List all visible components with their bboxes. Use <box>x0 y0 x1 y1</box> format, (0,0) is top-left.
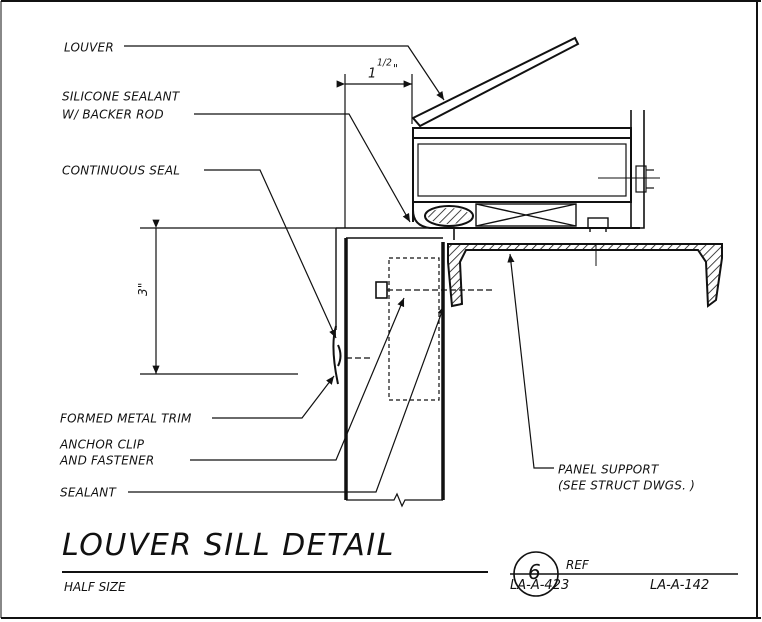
panel-support-label: PANEL SUPPORT <box>558 462 659 477</box>
break-line <box>346 492 443 508</box>
louver-label: LOUVER <box>64 40 114 55</box>
sheet-reference: LA-A-423 <box>510 578 570 593</box>
backer-rod <box>424 205 474 227</box>
detail-number: 6 <box>528 560 541 584</box>
panel-support-channel <box>447 243 723 308</box>
dimension-top-fraction: 1/2 <box>377 58 393 69</box>
drawing-scale: HALF SIZE <box>64 580 126 594</box>
drawing-title: LOUVER SILL DETAIL <box>62 528 395 563</box>
dimension-top-whole: 1 <box>368 66 377 82</box>
dimension-top-mark: " <box>393 62 399 76</box>
sealant-label: SEALANT <box>60 485 117 500</box>
formed-metal-trim-label: FORMED METAL TRIM <box>60 411 192 426</box>
fastener-label: AND FASTENER <box>60 453 155 468</box>
wall-framing <box>332 227 455 500</box>
silicone-sealant-label: SILICONE SEALANT <box>62 89 180 104</box>
louver-assembly <box>411 36 654 229</box>
anchor-clip-label: ANCHOR CLIP <box>60 437 145 452</box>
struct-dwgs-label: (SEE STRUCT DWGS. ) <box>558 478 696 493</box>
backer-rod-label: W/ BACKER ROD <box>62 107 164 122</box>
title-block <box>62 551 738 597</box>
anchor-clip <box>346 257 492 401</box>
dimension-side <box>140 219 336 375</box>
dimension-side-label: 3" <box>136 282 150 296</box>
leader-lines <box>124 45 554 493</box>
continuous-seal-label: CONTINUOUS SEAL <box>62 163 181 178</box>
sill-frame <box>475 203 609 232</box>
ref-label: REF <box>566 558 589 572</box>
sheet-reference-2: LA-A-142 <box>650 578 710 593</box>
dimension-top <box>336 74 413 228</box>
